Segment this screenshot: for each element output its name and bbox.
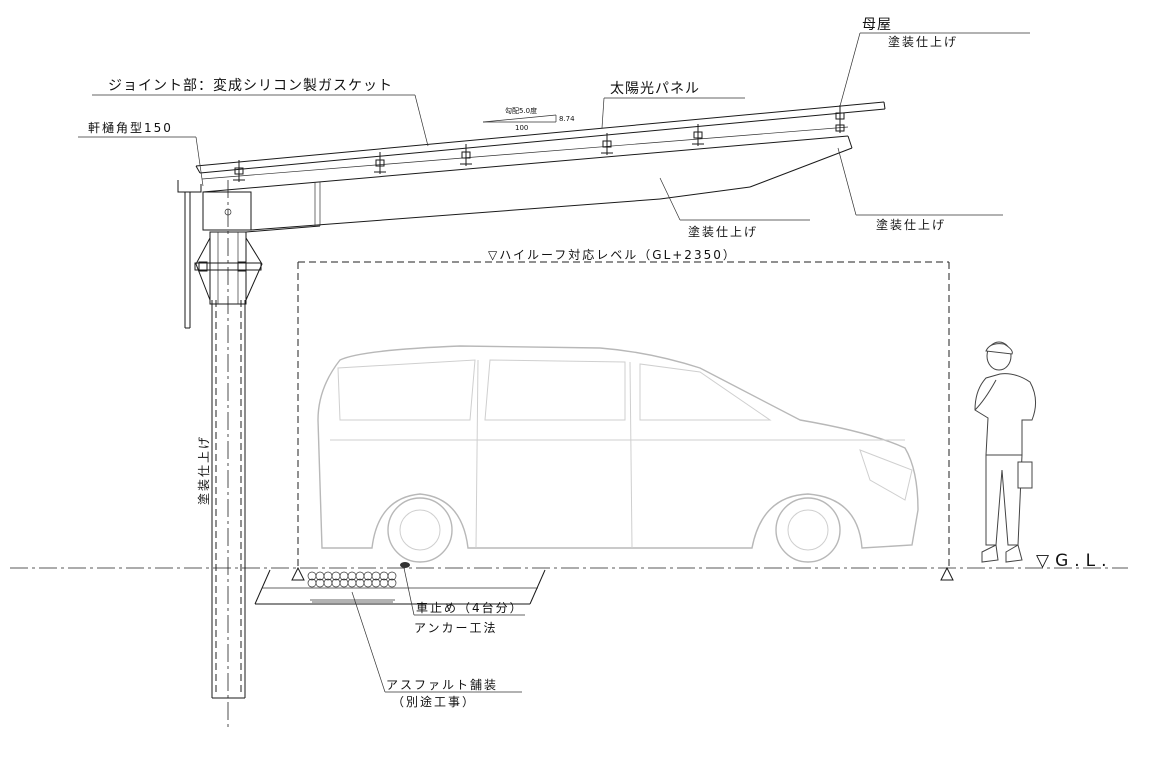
- asphalt-label: アスファルト舗装: [386, 678, 498, 692]
- person-figure: [974, 341, 1036, 563]
- support-marker-right: [940, 566, 954, 581]
- wheel-stop-block: [400, 562, 410, 568]
- wheel-stop-label: 車止め（4台分）: [416, 600, 524, 615]
- high-roof-clearance-box: [291, 261, 954, 581]
- car-outline: [317, 345, 919, 563]
- gutter: [177, 180, 202, 329]
- column-finish-label: 塗装仕上げ: [196, 435, 211, 505]
- solar-panel: [195, 101, 886, 180]
- slope-rise: 8.74: [559, 115, 575, 123]
- gasket-label: ジョイント部：変成シリコン製ガスケット: [108, 77, 393, 94]
- panel-brackets: [233, 105, 845, 182]
- beam-finish-label: 塗装仕上げ: [688, 224, 758, 239]
- column: [211, 300, 246, 699]
- slope-run: 100: [515, 124, 528, 132]
- purlin-finish-label: 塗装仕上げ: [888, 34, 958, 49]
- end-finish-label: 塗装仕上げ: [876, 217, 946, 232]
- high-roof-label: ▽ハイルーフ対応レベル（GL+2350）: [488, 248, 737, 262]
- slope-indicator: 勾配5.0度 100 8.74: [482, 106, 575, 132]
- ground-level-label: ▽G.L.: [1036, 551, 1113, 571]
- column-head-bracket: [194, 191, 321, 305]
- support-marker-left: [291, 566, 305, 581]
- slope-title: 勾配5.0度: [505, 106, 537, 115]
- main-beam: [202, 135, 853, 231]
- separate-work-label: （別途工事）: [392, 694, 476, 709]
- purlin-label: 母屋: [862, 17, 892, 33]
- anchor-label: アンカー工法: [414, 621, 498, 635]
- gutter-label: 軒樋角型150: [88, 120, 173, 135]
- solar-panel-label: 太陽光パネル: [610, 81, 700, 97]
- leader-lines: [78, 32, 1030, 693]
- wheel-stop-and-asphalt: [254, 562, 546, 605]
- gravel-pattern: [307, 571, 397, 588]
